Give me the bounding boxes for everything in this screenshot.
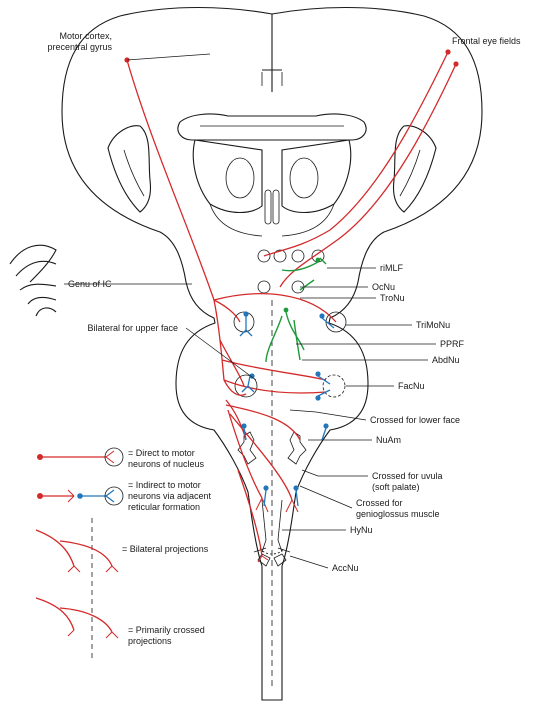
brain-outline	[61, 6, 483, 701]
label-motor-cortex-2: precentral gyrus	[47, 42, 112, 52]
legend-indirect: = Indirect to motor neurons via adjacent…	[37, 480, 212, 512]
label-tronu: TroNu	[380, 293, 405, 303]
label-bilateral-upper-face: Bilateral for upper face	[87, 323, 178, 333]
label-hynu: HyNu	[350, 525, 373, 535]
legend-crossed-line2: projections	[128, 636, 172, 646]
label-crossed-uvula-2: (soft palate)	[372, 482, 420, 492]
label-abdnu: AbdNu	[432, 355, 460, 365]
legend-bilateral-text: = Bilateral projections	[122, 544, 209, 554]
legend-direct: = Direct to motor neurons of nucleus	[37, 447, 205, 469]
label-crossed-genioglossus-1: Crossed for	[356, 498, 403, 508]
label-crossed-lower-face: Crossed for lower face	[370, 415, 460, 425]
label-pprf: PPRF	[440, 339, 465, 349]
legend: = Direct to motor neurons of nucleus = I…	[35, 447, 212, 662]
label-rimlf: riMLF	[380, 263, 403, 273]
legend-bilateral: = Bilateral projections	[35, 529, 209, 573]
legend-crossed-line1: = Primarily crossed	[128, 625, 205, 635]
legend-crossed: = Primarily crossed projections	[35, 597, 205, 646]
labels: Motor cortex, precentral gyrus Frontal e…	[47, 31, 521, 573]
legend-indirect-line2: neurons via adjacent	[128, 491, 212, 501]
legend-indirect-line1: = Indirect to motor	[128, 480, 201, 490]
label-motor-cortex-1: Motor cortex,	[59, 31, 112, 41]
label-trimonu: TriMoNu	[416, 320, 450, 330]
internal-capsule-inset	[9, 244, 57, 317]
legend-direct-line1: = Direct to motor	[128, 448, 195, 458]
legend-indirect-line3: reticular formation	[128, 502, 200, 512]
pathways	[124, 49, 459, 563]
leader-lines	[64, 53, 436, 569]
label-nuam: NuAm	[376, 435, 401, 445]
label-frontal-eye-fields: Frontal eye fields	[452, 36, 521, 46]
label-facnu: FacNu	[398, 381, 425, 391]
label-genu-ic: Genu of IC	[68, 279, 112, 289]
label-crossed-uvula-1: Crossed for uvula	[372, 471, 443, 481]
label-accnu: AccNu	[332, 563, 359, 573]
legend-direct-line2: neurons of nucleus	[128, 459, 205, 469]
label-ocnu: OcNu	[372, 282, 395, 292]
label-crossed-genioglossus-2: genioglossus muscle	[356, 509, 440, 519]
